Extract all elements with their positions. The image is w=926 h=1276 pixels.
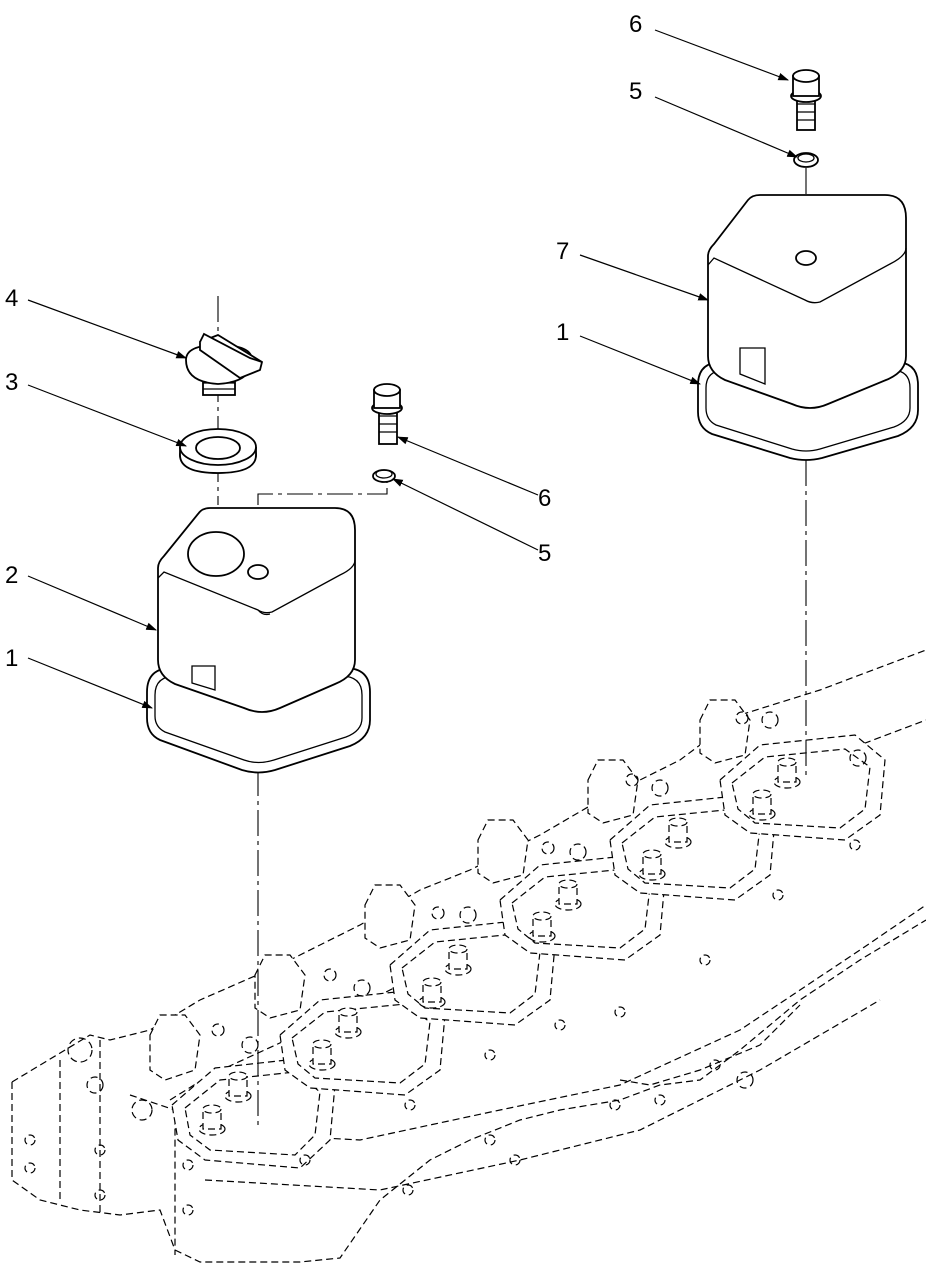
callout-left-cover: 2 xyxy=(5,562,18,589)
top-bolt xyxy=(790,69,822,131)
callout-left-gasket: 1 xyxy=(5,645,18,672)
callout-oil-cap: 4 xyxy=(5,285,18,312)
callout-mid-washer: 5 xyxy=(538,540,551,567)
middle-washer xyxy=(372,469,396,483)
callout-top-bolt: 6 xyxy=(629,11,642,38)
top-washer xyxy=(793,152,819,168)
middle-bolt xyxy=(371,383,403,445)
head-bolt-holes xyxy=(24,711,867,1216)
right-valve-cover xyxy=(707,194,907,409)
cap-seal xyxy=(179,428,257,474)
callout-right-gasket: 1 xyxy=(556,319,569,346)
oil-filler-cap xyxy=(185,332,264,396)
rocker-studs xyxy=(198,757,801,1136)
callout-right-cover: 7 xyxy=(556,238,569,265)
callout-leaders xyxy=(27,29,798,709)
callout-top-washer: 5 xyxy=(629,78,642,105)
callout-cap-seal: 3 xyxy=(5,369,18,396)
callout-mid-bolt: 6 xyxy=(538,485,551,512)
left-valve-cover xyxy=(157,507,356,713)
